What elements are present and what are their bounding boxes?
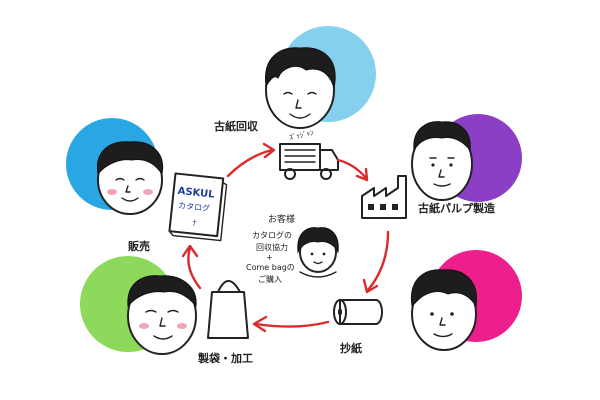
- center-line4: ご購入: [258, 274, 282, 284]
- center-plus: +: [266, 253, 273, 262]
- catalog-illustration: ASKUL カタログ ﾅ: [168, 172, 228, 242]
- paper-person: [410, 269, 478, 351]
- center-line2: 回収協力: [256, 242, 288, 252]
- arrow-bag-to-sales: [187, 246, 202, 290]
- center-line3: Come bagの: [246, 263, 295, 272]
- center-title: お客様: [268, 213, 295, 225]
- shopping-bag-illustration: [207, 280, 249, 339]
- arrow-sales-to-collection: [226, 148, 274, 178]
- collection-person: [265, 47, 336, 129]
- paper-roll-illustration: [333, 299, 383, 325]
- arrow-pulp-to-paper: [366, 230, 390, 292]
- label-paper: 抄紙: [340, 341, 362, 355]
- pulp-person: [411, 121, 473, 201]
- label-collection: 古紙回収: [214, 119, 259, 133]
- label-bag: 製袋・加工: [197, 351, 253, 365]
- catalog-brand: ASKUL: [177, 186, 216, 201]
- arrow-paper-to-bag: [254, 320, 330, 328]
- center-line1: カタログの: [252, 230, 292, 240]
- truck-sound-text: ｽﾞｯｼﾞｬﾝ: [289, 129, 315, 142]
- collection-truck-illustration: ｽﾞｯｼﾞｬﾝ: [279, 129, 339, 180]
- label-sales: 販売: [128, 239, 150, 253]
- arrow-collection-to-pulp: [336, 158, 368, 180]
- customer-illustration: [297, 227, 339, 278]
- label-pulp: 古紙パルプ製造: [418, 201, 496, 215]
- bag-person: [127, 275, 197, 355]
- cycle-arrows: [181, 142, 390, 333]
- catalog-subtitle: カタログ: [178, 200, 211, 213]
- factory-illustration: [361, 175, 407, 219]
- catalog-mark: ﾅ: [192, 219, 197, 228]
- sales-person: [96, 141, 164, 215]
